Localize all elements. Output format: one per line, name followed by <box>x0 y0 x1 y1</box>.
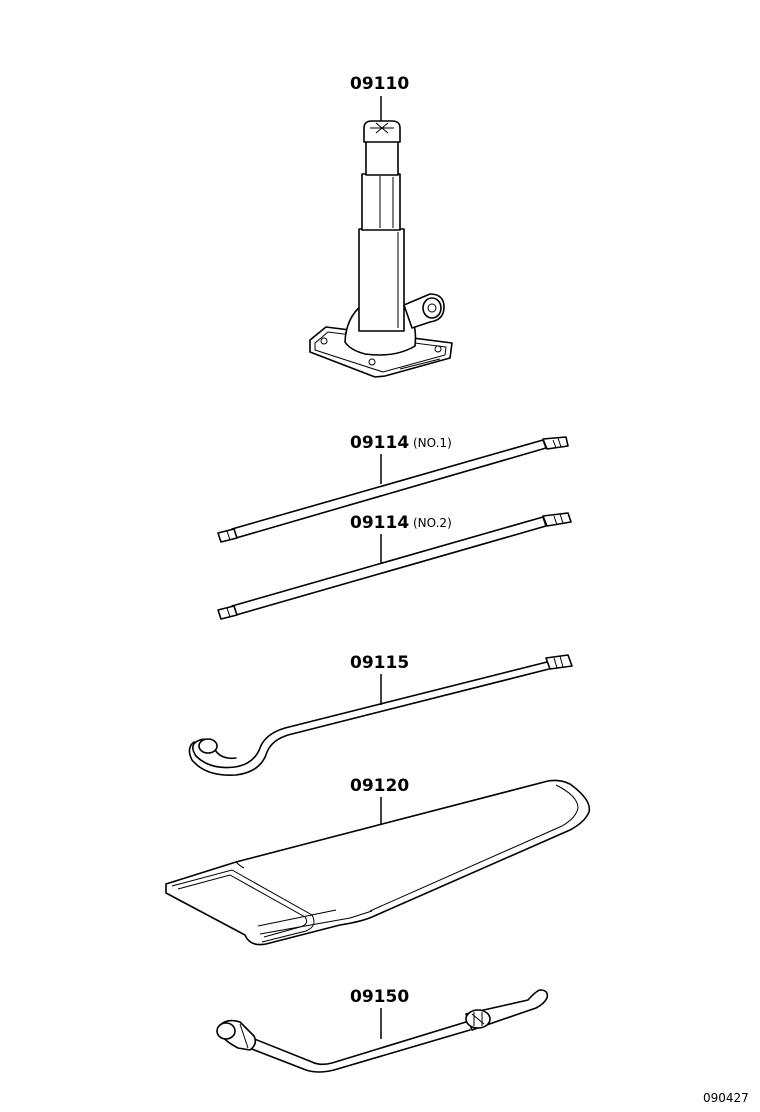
part-number-label: 09114 <box>350 433 409 453</box>
part-number-label: 09150 <box>350 987 409 1007</box>
part-tool-bag[interactable]: 09120 <box>165 776 591 946</box>
part-number-label: 09120 <box>350 776 409 796</box>
part-jack[interactable]: 09110 <box>309 74 453 378</box>
jack-illustration <box>309 120 453 378</box>
part-suffix-label: (NO.2) <box>413 516 452 530</box>
reference-code: 090427 <box>703 1091 749 1105</box>
extension-bar-illustration <box>217 512 572 620</box>
part-number-label: 09115 <box>350 653 409 673</box>
wheel-nut-wrench-illustration <box>216 989 549 1073</box>
extension-bar-illustration <box>217 436 569 543</box>
part-number-label: 09110 <box>350 74 409 94</box>
part-suffix-label: (NO.1) <box>413 436 452 450</box>
part-jack-handle[interactable]: 09115 <box>188 653 573 777</box>
tool-bag-illustration <box>165 779 591 946</box>
part-wheel-nut-wrench[interactable]: 09150 <box>216 987 549 1073</box>
jack-handle-illustration <box>188 654 573 777</box>
part-jack-handle-extension-no1[interactable]: 09114 (NO.1) <box>217 433 569 543</box>
part-number-label: 09114 <box>350 513 409 533</box>
part-jack-handle-extension-no2[interactable]: 09114 (NO.2) <box>217 512 572 620</box>
